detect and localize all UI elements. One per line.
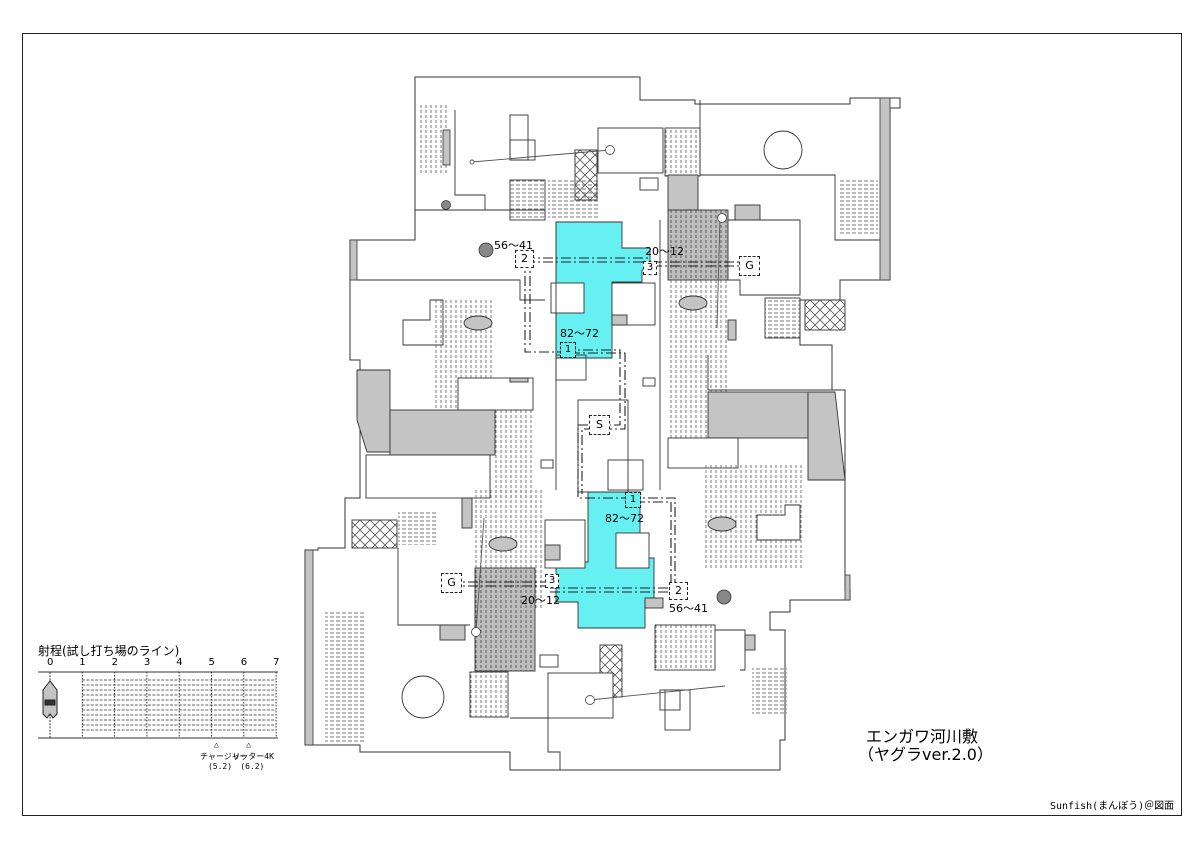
tower-route xyxy=(450,257,748,593)
checkpoint-bottom-1: 1 xyxy=(625,492,641,508)
range-marker-value: (6.2) xyxy=(240,762,265,771)
range-label-top-left: 56～41 xyxy=(494,239,533,252)
range-label-bottom-left: 20～12 xyxy=(521,594,560,607)
range-label-top-mid: 82～72 xyxy=(560,327,599,340)
map-frame xyxy=(22,33,1182,816)
top-left-area xyxy=(415,105,598,221)
squid-icon xyxy=(42,680,58,719)
range-label-bottom-mid: 82～72 xyxy=(605,512,644,525)
range-label-top-right: 20～12 xyxy=(645,245,684,258)
bottom-right-area xyxy=(510,624,787,770)
map-title: エンガワ河川敷 xyxy=(866,727,979,746)
right-mid-area xyxy=(667,204,846,570)
range-tick-label: 6 xyxy=(240,657,248,668)
range-marker-arrow: △ xyxy=(246,740,252,749)
checkpoint-start: S xyxy=(589,415,610,435)
left-mid-area xyxy=(356,279,545,500)
range-legend-heading: 射程(試し打ち場のライン) xyxy=(38,644,180,658)
range-marker-arrow: △ xyxy=(213,740,219,749)
author-credit: Sunfish(まんぼう)＠図面 xyxy=(1050,801,1175,812)
checkpoint-goal-bottom: G xyxy=(441,573,462,593)
checkpoint-goal-top: G xyxy=(739,256,760,276)
map-subtitle: （ヤグラver.2.0） xyxy=(858,745,993,764)
rails xyxy=(469,145,727,705)
checkpoint-top-1: 1 xyxy=(560,342,576,358)
range-marker-weapon: リッター4K xyxy=(232,752,274,761)
range-tick-label: 1 xyxy=(79,657,86,668)
checkpoint-top-3: 3 xyxy=(643,261,657,275)
checkpoint-top-2: 2 xyxy=(515,250,534,268)
checkpoint-bottom-2: 2 xyxy=(669,582,688,600)
range-tick-label: 3 xyxy=(143,657,151,668)
range-tick-label: 5 xyxy=(208,657,215,668)
range-legend-graphic xyxy=(38,671,278,739)
range-tick-label: 7 xyxy=(273,657,280,668)
tower-zones xyxy=(544,221,664,629)
range-marker-value: (5.2) xyxy=(207,762,233,771)
range-tick-label: 0 xyxy=(47,657,54,668)
range-label-bottom-right: 56～41 xyxy=(669,602,708,615)
range-marker-weapon: チャージャー xyxy=(199,752,248,761)
pillars xyxy=(441,129,732,605)
outer-walls xyxy=(304,97,891,746)
tower-zone-top xyxy=(555,221,651,359)
range-tick-label: 4 xyxy=(176,657,183,668)
checkpoint-bottom-3: 3 xyxy=(545,574,559,588)
bottom-left-area xyxy=(325,490,542,742)
range-tick-label: 2 xyxy=(111,657,118,668)
